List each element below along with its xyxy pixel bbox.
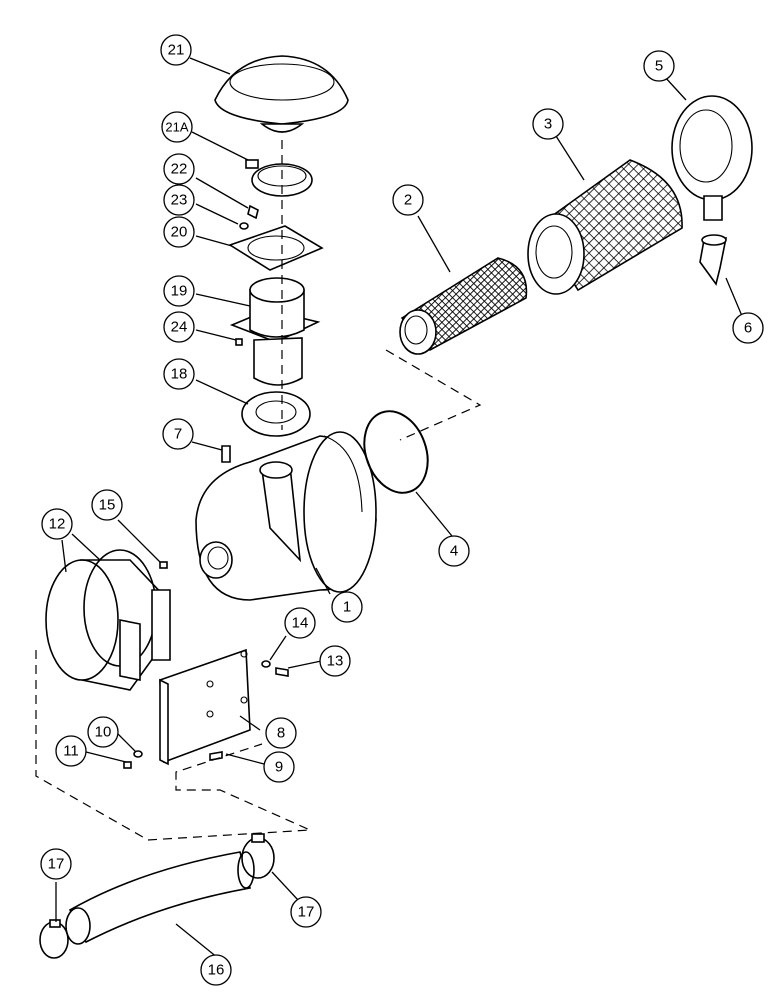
svg-text:6: 6 <box>744 320 752 337</box>
bolt-part-22 <box>247 204 259 220</box>
callout-12: 12 <box>41 508 73 540</box>
gasket-plate-part-20 <box>228 225 324 271</box>
ring-part-18 <box>241 391 311 437</box>
callout-11: 11 <box>55 735 87 767</box>
svg-text:15: 15 <box>99 497 116 514</box>
svg-text:12: 12 <box>49 516 66 533</box>
clamp-band-part-21a <box>245 159 313 197</box>
callout-6: 6 <box>732 312 764 344</box>
svg-text:19: 19 <box>171 283 188 300</box>
svg-text:10: 10 <box>95 724 112 741</box>
nut-part-24 <box>235 338 243 346</box>
fitting-part-7 <box>221 445 231 463</box>
inlet-tube-part-19 <box>229 277 321 386</box>
outer-filter-part-3 <box>527 159 683 295</box>
svg-text:7: 7 <box>174 426 182 443</box>
callout-1: 1 <box>331 591 363 623</box>
dust-valve-part-6 <box>699 234 727 286</box>
assembly-dashed-outline <box>35 650 311 841</box>
svg-text:5: 5 <box>655 58 663 75</box>
svg-text:9: 9 <box>275 759 283 776</box>
svg-text:17: 17 <box>298 904 315 921</box>
svg-text:4: 4 <box>450 543 458 560</box>
callout-13: 13 <box>319 645 351 677</box>
svg-text:8: 8 <box>277 725 285 742</box>
callout-7: 7 <box>162 418 194 450</box>
callout-24: 24 <box>163 311 195 343</box>
callout-17-upper: 17 <box>290 896 322 928</box>
cover-part-5 <box>671 95 753 221</box>
svg-text:21: 21 <box>168 42 185 59</box>
leader-lines <box>55 57 743 959</box>
callout-8: 8 <box>265 717 297 749</box>
callout-17-lower: 17 <box>40 848 72 880</box>
callout-10: 10 <box>87 716 119 748</box>
washer-part-14 <box>261 660 271 668</box>
callout-21a: 21A <box>161 111 193 143</box>
callout-22: 22 <box>163 153 195 185</box>
washer-part-10 <box>133 750 143 758</box>
hose-part-16 <box>65 851 255 945</box>
hose-clamp-part-17-lower <box>39 919 69 959</box>
callout-20: 20 <box>163 216 195 248</box>
svg-text:16: 16 <box>208 962 225 979</box>
callout-15: 15 <box>91 489 123 521</box>
air-cleaner-body-part-1 <box>195 431 377 601</box>
bolt-part-13 <box>275 667 289 677</box>
svg-text:11: 11 <box>63 743 79 760</box>
svg-text:17: 17 <box>48 856 65 873</box>
nut-part-11 <box>123 761 132 769</box>
rain-cap-part-21 <box>214 55 349 133</box>
bracket-part-8 <box>159 648 251 766</box>
o-ring-part-4 <box>363 410 429 494</box>
nut-part-15 <box>159 561 168 569</box>
svg-text:2: 2 <box>404 192 412 209</box>
callout-3: 3 <box>532 108 564 140</box>
svg-text:21A: 21A <box>165 120 188 135</box>
callout-18: 18 <box>163 358 195 390</box>
callout-14: 14 <box>284 607 316 639</box>
hose-clamp-part-17-upper <box>241 833 275 879</box>
inner-filter-part-2 <box>399 257 528 355</box>
svg-text:22: 22 <box>171 161 188 178</box>
svg-text:20: 20 <box>171 224 188 241</box>
callout-19: 19 <box>163 275 195 307</box>
svg-text:23: 23 <box>171 192 188 209</box>
callout-4: 4 <box>438 535 470 567</box>
callout-2: 2 <box>392 184 424 216</box>
callout-9: 9 <box>263 751 295 783</box>
callout-5: 5 <box>643 50 675 82</box>
svg-text:18: 18 <box>171 366 188 383</box>
mounting-band-part-12 <box>45 549 171 691</box>
svg-text:24: 24 <box>171 319 188 336</box>
assembly-centerline-filter <box>385 349 482 441</box>
svg-text:13: 13 <box>327 653 344 670</box>
callout-16: 16 <box>200 954 232 986</box>
callout-23: 23 <box>163 184 195 216</box>
svg-text:3: 3 <box>544 116 552 133</box>
washer-part-23 <box>239 222 249 230</box>
callout-21: 21 <box>160 34 192 66</box>
svg-text:14: 14 <box>292 615 309 632</box>
svg-text:1: 1 <box>343 599 351 616</box>
